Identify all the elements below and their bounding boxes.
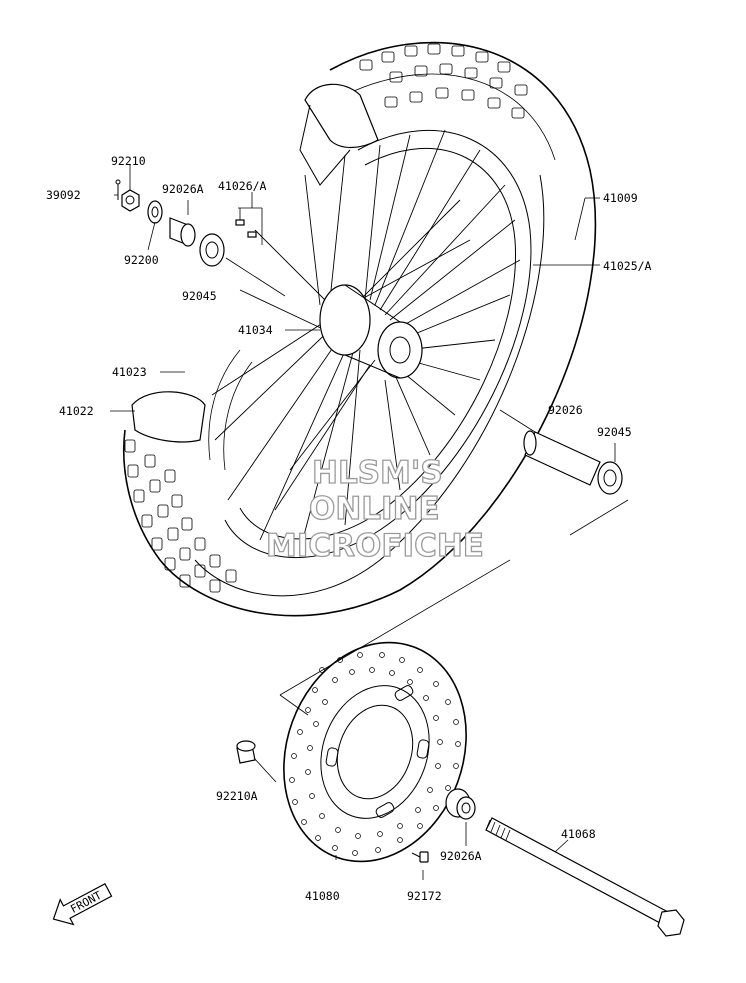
- label-92200: 92200: [124, 253, 159, 267]
- spacer-collar: [523, 430, 601, 486]
- disc-nut: [236, 740, 256, 764]
- label-41068: 41068: [561, 827, 596, 841]
- watermark-line-2: ONLINE: [309, 491, 440, 527]
- leader-lines: [110, 165, 616, 880]
- collar-92026a-top: [169, 217, 196, 247]
- label-92045-top: 92045: [182, 289, 217, 303]
- part-labels: 41009 41025/A 92210 39092 92026A 41026/A…: [46, 154, 652, 903]
- front-marker-text: FRONT: [68, 889, 104, 916]
- watermark-line-1: HLSM'S: [312, 455, 443, 491]
- label-41080: 41080: [305, 889, 340, 903]
- label-41026a: 41026/A: [218, 179, 267, 193]
- label-92026a-bottom: 92026A: [440, 849, 482, 863]
- wheel-bearing-left: [199, 233, 225, 267]
- label-92172: 92172: [407, 889, 442, 903]
- label-92026: 92026: [548, 403, 583, 417]
- tire-tread: [124, 43, 528, 593]
- watermark-line-3: MICROFICHE: [266, 528, 484, 564]
- spokes: [211, 129, 521, 551]
- hub: [319, 284, 423, 379]
- label-39092: 39092: [46, 188, 81, 202]
- label-41009: 41009: [603, 191, 638, 205]
- label-41034: 41034: [238, 323, 273, 337]
- axle-nut: [121, 189, 140, 212]
- label-92210: 92210: [111, 154, 146, 168]
- label-41022: 41022: [59, 404, 94, 418]
- rim: [208, 129, 532, 559]
- cotter-pin: [115, 179, 121, 200]
- front-axle: [485, 817, 685, 937]
- spoke-nipples: [235, 219, 257, 238]
- collar-washer: [147, 200, 163, 224]
- label-92045-right: 92045: [597, 425, 632, 439]
- disc-bolt: [411, 851, 429, 863]
- assembly-lines: [279, 499, 629, 716]
- front-arrow-icon: FRONT: [52, 882, 113, 926]
- label-41025a: 41025/A: [603, 259, 652, 273]
- brake-disc: [283, 641, 467, 863]
- label-41023: 41023: [112, 365, 147, 379]
- tire: [122, 41, 597, 617]
- collar-92026a-bottom: [445, 788, 476, 820]
- label-92210a: 92210A: [216, 789, 258, 803]
- watermark: HLSM'S ONLINE MICROFICHE: [265, 454, 484, 564]
- wheel-bearing-right: [597, 461, 623, 495]
- disc-holes: [289, 652, 461, 856]
- label-92026a-top: 92026A: [162, 182, 204, 196]
